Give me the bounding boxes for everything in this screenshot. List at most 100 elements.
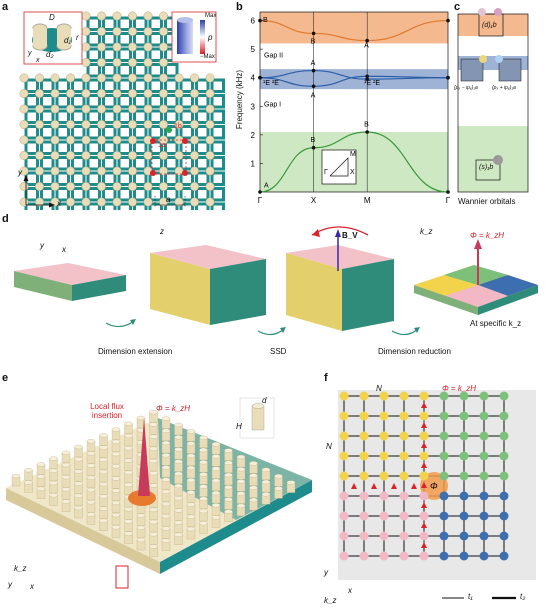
lattice-site bbox=[359, 551, 369, 561]
lattice-cylinder bbox=[190, 151, 199, 160]
lattice-site bbox=[459, 511, 469, 521]
lattice-cylinder bbox=[112, 27, 122, 36]
lattice-cylinder bbox=[143, 120, 153, 129]
lattice-cylinder bbox=[159, 151, 168, 160]
lattice-site bbox=[339, 511, 349, 521]
lattice-cylinder bbox=[19, 166, 29, 176]
pillar-top bbox=[161, 416, 171, 421]
lattice-cylinder bbox=[205, 104, 215, 114]
y-tick-label: 3 bbox=[251, 102, 256, 111]
pillar-top bbox=[199, 435, 208, 440]
lattice-cylinder bbox=[190, 135, 199, 145]
lattice-site bbox=[399, 531, 409, 541]
t1-label: t₁ bbox=[468, 592, 473, 601]
lattice-cylinder bbox=[112, 166, 122, 176]
lattice-cylinder bbox=[19, 182, 29, 191]
pillar-top bbox=[61, 499, 71, 504]
phase-arrow bbox=[351, 483, 357, 489]
lattice-cylinder bbox=[19, 89, 29, 98]
site-1a-label: 1a bbox=[158, 142, 166, 149]
pillar-top bbox=[124, 458, 133, 463]
lattice-cylinder bbox=[174, 104, 184, 114]
pillar-top bbox=[274, 474, 283, 479]
pillar-top bbox=[124, 507, 133, 512]
lattice-cylinder bbox=[81, 151, 91, 160]
lattice-site bbox=[459, 411, 469, 421]
pillar-top bbox=[161, 514, 171, 519]
lattice-site bbox=[499, 511, 509, 521]
pillar-top bbox=[186, 526, 196, 532]
lattice-cylinder bbox=[159, 11, 168, 21]
pillar-top bbox=[249, 473, 258, 478]
band-point bbox=[311, 84, 316, 89]
lattice-site bbox=[399, 471, 409, 481]
lattice-site bbox=[359, 451, 369, 461]
pillar-top bbox=[161, 440, 171, 446]
lattice-cylinder bbox=[143, 42, 153, 52]
pillar-top bbox=[161, 538, 171, 543]
panel-b-label: b bbox=[236, 1, 243, 13]
lattice-cylinder bbox=[50, 73, 60, 83]
lattice-cylinder bbox=[97, 42, 106, 52]
lattice-cylinder bbox=[50, 135, 60, 145]
lattice-cylinder bbox=[128, 135, 137, 145]
pillar-top bbox=[161, 465, 171, 470]
lattice-site bbox=[339, 391, 349, 401]
panel-a-label: a bbox=[2, 1, 9, 13]
lattice-cylinder bbox=[97, 58, 106, 67]
pillar-top bbox=[61, 487, 71, 492]
pillar-top bbox=[24, 468, 33, 473]
lattice-site bbox=[499, 551, 509, 561]
lattice-site bbox=[399, 511, 409, 521]
band-point bbox=[365, 130, 369, 134]
lattice-cylinder bbox=[66, 182, 75, 191]
lattice-cylinder bbox=[159, 135, 168, 145]
band-point bbox=[311, 145, 316, 150]
wannier-caption: Wannier orbitals bbox=[458, 197, 516, 206]
lattice-cylinder bbox=[81, 182, 91, 191]
band-point bbox=[446, 18, 450, 23]
lattice-cylinder bbox=[81, 58, 91, 67]
pillar-top bbox=[161, 489, 171, 494]
lattice-cylinder bbox=[190, 104, 199, 114]
lattice-site bbox=[419, 391, 429, 401]
lattice-site bbox=[499, 531, 509, 541]
lattice-cylinder bbox=[205, 182, 215, 191]
pillar-top bbox=[236, 454, 246, 460]
lattice-cylinder bbox=[50, 120, 60, 129]
lattice-site bbox=[439, 511, 449, 521]
local-flux-label: Local flux insertion bbox=[90, 402, 124, 420]
pillar-top bbox=[199, 508, 208, 514]
lattice-site bbox=[419, 531, 429, 541]
phase-arrow bbox=[411, 483, 417, 489]
bz-label: M bbox=[350, 151, 356, 158]
pillar-top bbox=[74, 469, 83, 474]
lattice-cylinder bbox=[128, 104, 137, 114]
chart-frame bbox=[259, 11, 449, 193]
pillar-top bbox=[149, 422, 158, 427]
y-tick-label: 5 bbox=[251, 45, 256, 54]
band-line bbox=[259, 69, 449, 80]
band-annotation: ¹E ²E bbox=[263, 80, 279, 87]
phase-arrow bbox=[421, 502, 427, 508]
pillar-top bbox=[199, 521, 208, 526]
panel-f: f Φ N N Φ = k_zH t₁ t₂ y x k_z bbox=[320, 368, 549, 613]
phase-arrow bbox=[421, 482, 427, 488]
colorbar-p: p bbox=[208, 33, 213, 42]
lattice-cylinder bbox=[50, 197, 60, 207]
pillar-top bbox=[161, 453, 171, 458]
lattice-cylinder bbox=[97, 73, 106, 83]
pillar-top bbox=[249, 485, 258, 490]
lattice-site bbox=[439, 491, 449, 501]
panel-a: a bbox=[0, 0, 232, 210]
at-specific-kz: At specific k_z bbox=[470, 319, 522, 328]
band-shading bbox=[260, 69, 448, 90]
pillar-top bbox=[186, 453, 196, 458]
pillar-top bbox=[174, 496, 183, 501]
pillar-top bbox=[49, 468, 58, 473]
field-label-d: B_V bbox=[342, 231, 358, 240]
pillar-top bbox=[86, 512, 96, 517]
pillar-top bbox=[61, 450, 71, 455]
lattice-cylinder bbox=[112, 182, 122, 191]
lattice-site bbox=[439, 391, 449, 401]
